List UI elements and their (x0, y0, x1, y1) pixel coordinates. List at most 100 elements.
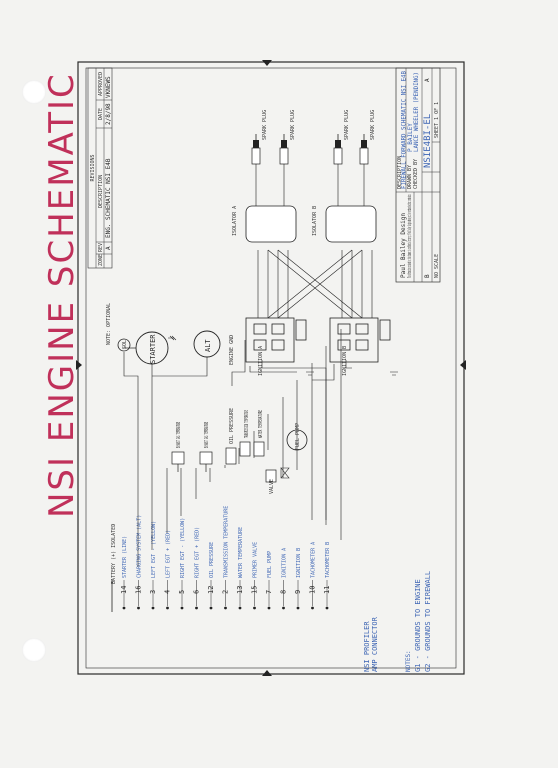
spark-plug-label: SPARK PLUG (290, 110, 296, 140)
water-label: WATER TEMPERATURE (258, 410, 264, 438)
pin-dot-8 (282, 606, 285, 610)
pin-wire-label: LEFT EGT + (RED) (166, 530, 172, 578)
ignition-b-label: IGNITION B (342, 346, 348, 376)
pin-wire-label: TACHOMETER A (311, 542, 317, 578)
egt-label-right: EXHAUST GAS TEMPERATURE (204, 422, 210, 448)
pin-dot-3 (151, 606, 155, 610)
spark-plug-icon (279, 134, 289, 165)
rev-col-approved: APPROVED (98, 72, 104, 96)
pin-wire-label: OIL PRESSURE (209, 542, 215, 578)
ground-icon (168, 335, 177, 341)
spark-plug-icon (333, 134, 343, 165)
rev-value: A (424, 78, 431, 82)
spark-plug-icon (251, 134, 261, 165)
pin-wire-label: RIGHT EGT - (YELLOW) (180, 518, 186, 578)
plug-leads (255, 164, 365, 206)
drawn-by: P BAILEY (407, 123, 414, 152)
rev-row-approved: VKNEWS (105, 76, 112, 98)
spark-plug-label: SPARK PLUG (344, 110, 350, 140)
trans-label: TRANSMISSION TEMPERATURE (244, 410, 250, 438)
revision-block: REVISIONS ZONE REV DESCRIPTION DATE APPR… (87, 67, 113, 269)
valve-icon (265, 469, 277, 483)
zone-arrow-top (262, 60, 272, 66)
pin-wire-label: CHARGING SYSTEM (ALT) (137, 515, 143, 578)
valve-symbol-icon (280, 467, 290, 479)
notes-header: NOTES: (405, 650, 412, 672)
pin-dot-4 (166, 606, 169, 610)
title-block: Paul Bailey Design This information cont… (395, 67, 441, 283)
pin-dot-6 (195, 606, 198, 610)
egt-right-sensor (199, 451, 213, 472)
notice-text: This information contained in this docum… (407, 194, 413, 278)
drawing-number: NSIE4BI-EL (423, 114, 433, 168)
checked-by: LANCE WHEELER (PENDING) (413, 72, 420, 152)
oil-pressure-sensor (225, 447, 237, 465)
rev-col-zone: ZONE (98, 254, 104, 266)
ignition-a-ground-icon (306, 371, 314, 376)
egt-left-sensor (171, 451, 185, 472)
scale-label: NO SCALE (434, 254, 440, 278)
zone-arrow-bottom (262, 670, 272, 676)
pin-wire-label: FUEL PUMP (267, 551, 273, 578)
pin-wire-label: PRIMER VALVE (253, 542, 259, 578)
solenoid-note: NOTE: OPTIONAL (106, 303, 112, 345)
oil-label: OIL PRESSURE (229, 408, 235, 444)
pin-dot-15 (253, 606, 256, 610)
zone-arrow-right (460, 360, 466, 370)
pin-dot-14 (122, 606, 126, 610)
alternator-label: ALT (204, 339, 212, 352)
note-g1: G1 - GROUNDS TO ENGINE (414, 579, 422, 672)
punch-hole-top (22, 80, 46, 104)
pin-dot-11 (325, 606, 329, 610)
pin-dot-12 (209, 606, 213, 610)
pin-dot-9 (296, 606, 300, 610)
isolator-b (325, 205, 377, 243)
pin-wire-label: STARTER (LINE) (122, 536, 128, 578)
ignition-b-ground-icon (390, 371, 398, 376)
pin-dot-16 (137, 606, 140, 610)
solenoid-icon (117, 338, 131, 352)
pin-wire-label: TRANSMISSION TEMPERATURE (224, 506, 230, 578)
description-label: DESCRIPTION (397, 156, 403, 189)
crossover-wires (257, 249, 373, 319)
pin-dot-7 (267, 606, 271, 610)
pin-wire-label: WATER TEMPERATURE (238, 527, 244, 578)
rev-col-desc: DESCRIPTION (98, 175, 104, 208)
connector-label-line2: AMP CONNECTOR (371, 616, 379, 672)
pin-wire-label: LEFT EGT - (YELLOW) (151, 521, 157, 578)
pin-wire-label: IGNITION B (296, 548, 302, 578)
spark-plug-icon (359, 134, 369, 165)
wire-bundle (123, 329, 352, 567)
sheet-label: SHEET 1 OF 1 (434, 102, 440, 138)
size-value: B (424, 274, 431, 278)
isolator-a (245, 205, 297, 243)
drawing-inner-border (85, 67, 457, 669)
solenoid-label: SOL (122, 340, 128, 349)
fuel-pump-label: FUEL PUMP (295, 423, 301, 450)
description-text: FIREWALL FORWARD SCHEMATIC NSI E4B (401, 71, 408, 189)
spark-plugs: SPARK PLUG SPARK PLUG SPARK PLUG SPARK PLUG (251, 110, 376, 165)
drawn-by-label: DRAWN BY (407, 165, 413, 189)
fuel-pump-icon (286, 429, 308, 451)
pin-dot-2 (224, 606, 227, 610)
pin-wire-label: TACHOMETER B (325, 542, 331, 578)
ignition-a-label: IGNITION A (258, 346, 264, 376)
pin-dot-5 (180, 606, 184, 610)
note-g2: G2 - GROUNDS TO FIREWALL (424, 571, 432, 672)
zone-arrow-left (76, 360, 82, 370)
egt-label-left: EXHAUST GAS TEMPERATURE (176, 422, 182, 448)
rev-row-date: 2/8/98 (105, 103, 112, 125)
connector-label-line1: NSI PROFILER (363, 621, 371, 672)
ignition-b-module (329, 317, 391, 363)
water-temp-sensor (253, 441, 265, 457)
isolator-b-label: ISOLATOR B (312, 206, 318, 236)
rev-col-date: DATE (98, 108, 104, 120)
spark-plug-label: SPARK PLUG (370, 110, 376, 140)
rev-col-rev: REV (98, 243, 104, 252)
battery-label: BATTERY (+) ISOLATED (111, 524, 117, 584)
spark-plug-label: SPARK PLUG (262, 110, 268, 140)
ignition-a-module (245, 317, 307, 363)
